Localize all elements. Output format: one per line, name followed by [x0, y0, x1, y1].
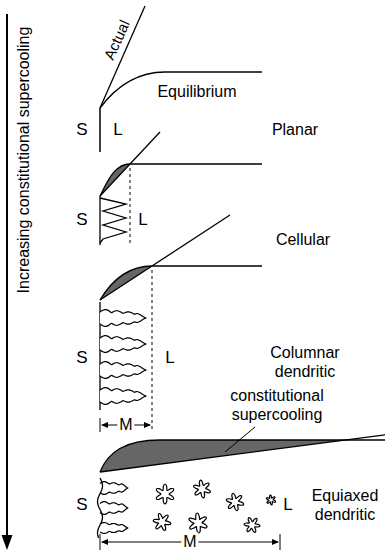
label: M: [181, 532, 198, 551]
label: S: [76, 495, 87, 515]
bracket-tick: [280, 534, 281, 550]
bracket-tick: [100, 534, 101, 550]
equiaxed-grain: [226, 493, 243, 510]
solid-wall: [99, 196, 100, 245]
dendrite-arm: [100, 310, 146, 327]
actual-line: [100, 215, 230, 300]
bracket-head: [272, 539, 279, 545]
label: L: [283, 495, 292, 515]
label: Increasing constitutional supercooling: [14, 27, 33, 294]
zone-boundary: [152, 270, 153, 432]
solid-wall: [98, 478, 103, 538]
label: Planar: [272, 120, 318, 139]
label: Cellular: [276, 230, 330, 249]
label: Equilibrium: [157, 82, 236, 101]
label: L: [138, 210, 147, 230]
label: Equiaxed dendritic: [303, 486, 387, 524]
bracket-tick: [100, 418, 101, 432]
bracket-head: [144, 422, 151, 428]
dendrite-arm: [100, 362, 146, 379]
actual-line: [100, 435, 385, 472]
equilibrium-curve: [100, 440, 385, 472]
label: constitutional supercooling: [212, 386, 342, 424]
trend-arrow-head: [2, 535, 13, 550]
cellular-interface: [100, 198, 126, 243]
equilibrium-curve: [100, 266, 262, 300]
label: M: [117, 415, 134, 434]
label: S: [76, 120, 87, 140]
dendrite-arm: [100, 502, 128, 515]
equiaxed-grain: [189, 513, 207, 533]
label: L: [113, 120, 122, 140]
actual-line: [100, 6, 145, 108]
trend-arrow-shaft: [6, 14, 8, 537]
dendrite-arm: [100, 336, 146, 353]
dendrite-arm: [100, 388, 146, 405]
equiaxed-grain: [244, 518, 260, 533]
dendrite-arm: [100, 522, 128, 533]
label: Columnar dendritic: [255, 343, 355, 381]
equiaxed-grain: [153, 514, 170, 531]
equiaxed-grain: [156, 484, 173, 504]
label: Actual: [100, 17, 134, 62]
equilibrium-curve: [100, 72, 262, 108]
label: L: [165, 348, 174, 368]
bracket-head: [101, 539, 108, 545]
equiaxed-grain: [194, 480, 211, 498]
label: S: [76, 210, 87, 230]
dendrite-group: [98, 310, 276, 538]
planar-interface: [99, 108, 101, 152]
leader-line: [225, 427, 255, 452]
label: S: [76, 348, 87, 368]
zone-boundary: [130, 168, 131, 245]
dendrite-arm: [100, 482, 128, 495]
equilibrium-curve: [100, 164, 262, 196]
bracket-head: [101, 422, 108, 428]
equiaxed-grain: [266, 495, 275, 505]
